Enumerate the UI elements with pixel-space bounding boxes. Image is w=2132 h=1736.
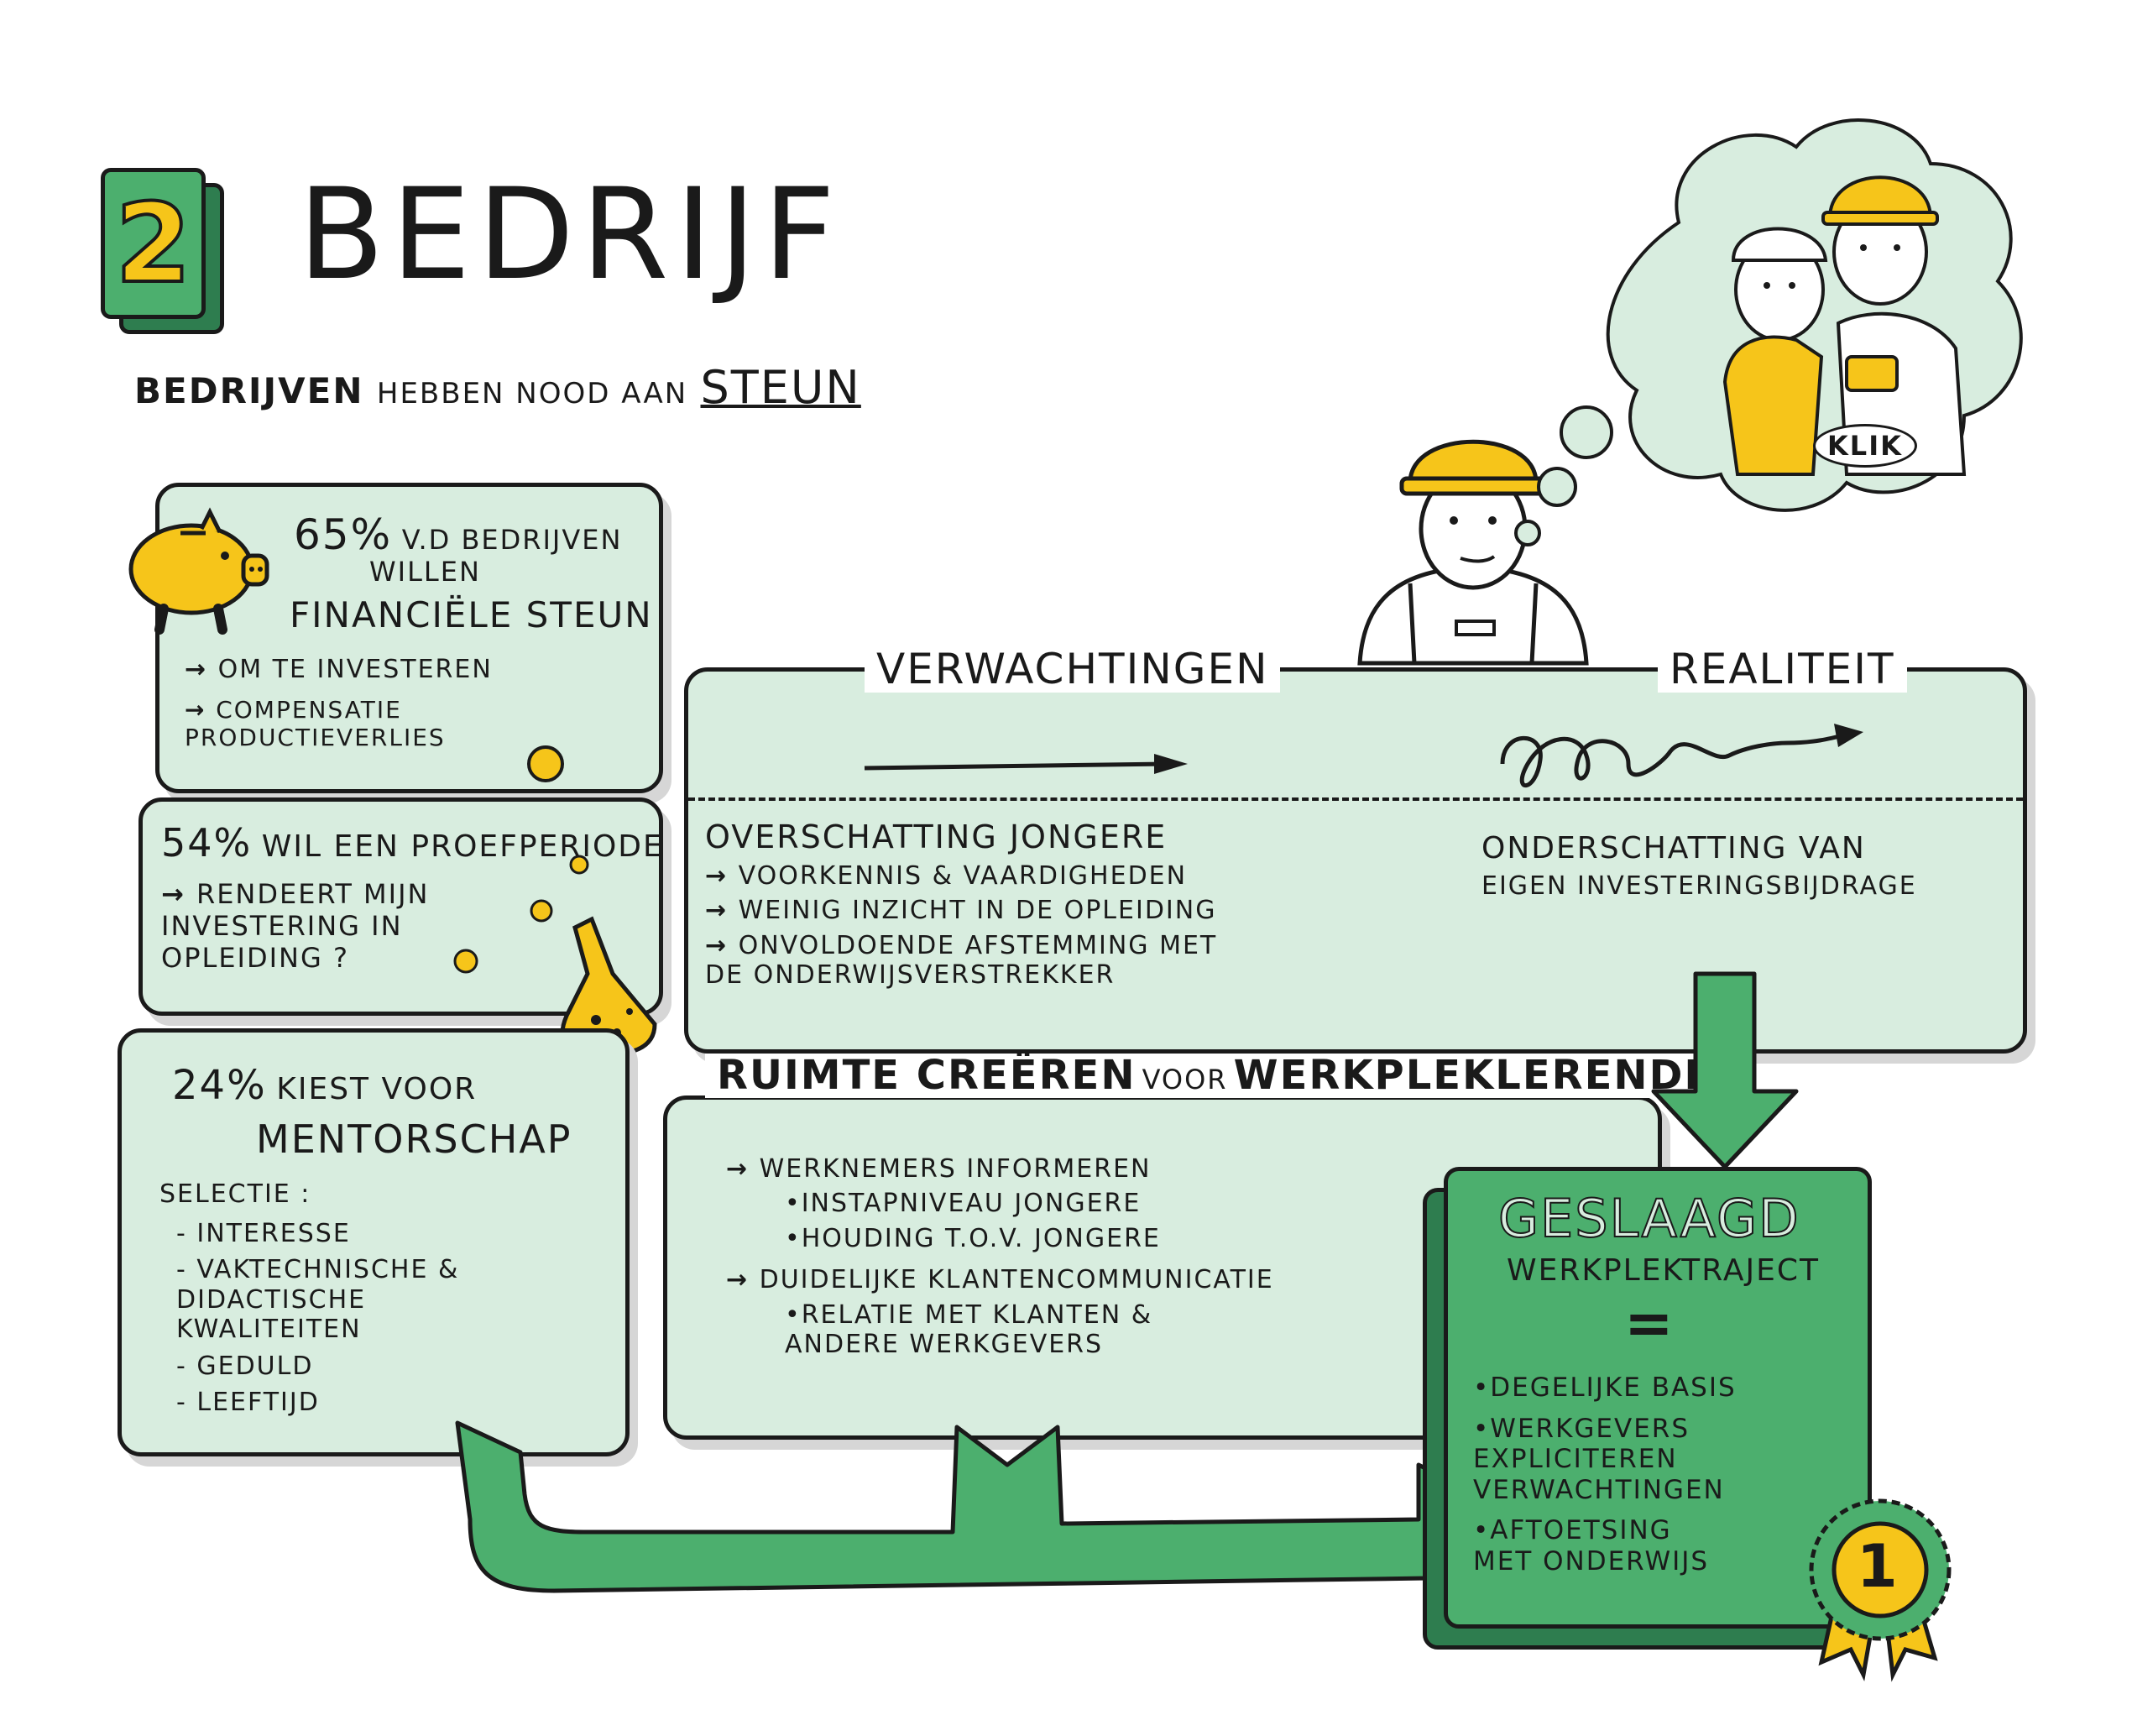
klik-label: KLIK [1813,424,1917,468]
connector-dot-icon [527,745,564,782]
ruimte-item2-sub1: RELATIE MET KLANTEN & ANDERE WERKGEVERS [785,1300,1255,1360]
squiggle-arrow-icon [1500,724,1863,788]
reality-title: REALITEIT [1658,646,1907,693]
ruimte-item1-sub1: INSTAPNIVEAU JONGERE [785,1189,1607,1218]
box1-item-compensation: COMPENSATIE PRODUCTIEVERLIES [185,696,638,751]
space-creation-title: RUIMTE CREËREN VOOR WERKPLEKLERENDE [705,1052,1726,1099]
section-number-badge: 2 [101,168,224,334]
box3-line1: KIEST VOOR [276,1072,478,1106]
subtitle-mid: HEBBEN NOOD AAN [376,377,688,410]
ruimte-title-a: RUIMTE CREËREN [717,1052,1137,1099]
box3-percent: 24% [172,1062,267,1109]
expectations-box: OVERSCHATTING JONGERE VOORKENNIS & VAARD… [684,667,2027,1054]
box1-line2: WILLEN [369,556,481,588]
over-item-insight: WEINIG INZICHT IN DE OPLEIDING [705,896,1435,925]
ruimte-item1: WERKNEMERS INFORMEREN [726,1154,1607,1184]
result-title: GESLAAGD [1497,1187,1800,1250]
box3-line2: MENTORSCHAP [256,1116,572,1162]
box1-line1: V.D BEDRIJVEN [401,524,623,556]
ruimte-item2: DUIDELIJKE KLANTENCOMMUNICATIE [726,1265,1607,1294]
over-item-alignment: ONVOLDOENDE AFSTEMMING MET DE ONDERWIJSV… [705,931,1225,991]
result-item-basis: DEGELIJKE BASIS [1473,1373,1842,1404]
box3-selectie: SELECTIE : [159,1179,311,1209]
subtitle: BEDRIJVEN HEBBEN NOOD AAN STEUN [134,361,861,414]
financial-support-box: 65% V.D BEDRIJVEN WILLEN FINANCIËLE STEU… [155,483,663,793]
trial-period-box: 54% WIL EEN PROEFPERIODE RENDEERT MIJN I… [138,797,663,1016]
expectations-title: VERWACHTINGEN [865,646,1281,693]
box3-item-age: LEEFTIJD [176,1388,529,1417]
page-title: BEDRIJF [298,162,843,308]
medal-number: 1 [1857,1532,1898,1601]
result-subtitle: WERKPLEKTRAJECT [1507,1253,1820,1288]
down-arrow [1651,971,1799,1169]
box1-item-invest: OM TE INVESTEREN [185,655,638,684]
underestimation-line2: EIGEN INVESTERINGSBIJDRAGE [1481,871,1917,902]
box2-item: RENDEERT MIJN INVESTERING IN OPLEIDING ? [161,878,438,974]
box2-line1: WIL EEN PROEFPERIODE [261,829,664,864]
box3-item-skills: VAKTECHNISCHE & DIDACTISCHE KWALITEITEN [176,1255,529,1344]
ruimte-item1-sub2: HOUDING T.O.V. JONGERE [785,1224,1607,1253]
result-equals: = [1624,1289,1675,1357]
overestimation-title: OVERSCHATTING JONGERE [705,818,1168,855]
result-item-expectations: WERKGEVERS EXPLICITEREN VERWACHTINGEN [1473,1414,1750,1506]
successful-trajectory-certificate: GESLAAGD WERKPLEKTRAJECT = DEGELIJKE BAS… [1423,1167,1880,1650]
thought-bubble-icon [1514,118,2023,546]
straight-arrow-icon [864,754,1188,774]
piggy-bank-icon [128,507,269,635]
expect-divider [688,797,2023,801]
bottom-arrow [455,1420,1505,1593]
subtitle-underlined: STEUN [700,361,861,414]
over-item-knowledge: VOORKENNIS & VAARDIGHEDEN [705,861,1435,891]
box1-percent: 65% [294,510,393,559]
subtitle-bold: BEDRIJVEN [134,370,364,411]
mentorship-box: 24% KIEST VOOR MENTORSCHAP SELECTIE : IN… [118,1028,630,1456]
ruimte-title-b: VOOR [1142,1064,1228,1095]
medal-icon [1809,1498,1952,1682]
box2-percent: 54% [161,820,253,865]
box3-item-patience: GEDULD [176,1352,529,1381]
result-item-assessment: AFTOETSING MET ONDERWIJS [1473,1515,1725,1577]
section-number: 2 [113,180,192,307]
underestimation-title: ONDERSCHATTING VAN [1481,831,1866,865]
box3-item-interest: INTERESSE [176,1219,529,1248]
box1-line3: FINANCIËLE STEUN [290,594,653,635]
ruimte-title-c: WERKPLEKLERENDE [1233,1052,1714,1099]
